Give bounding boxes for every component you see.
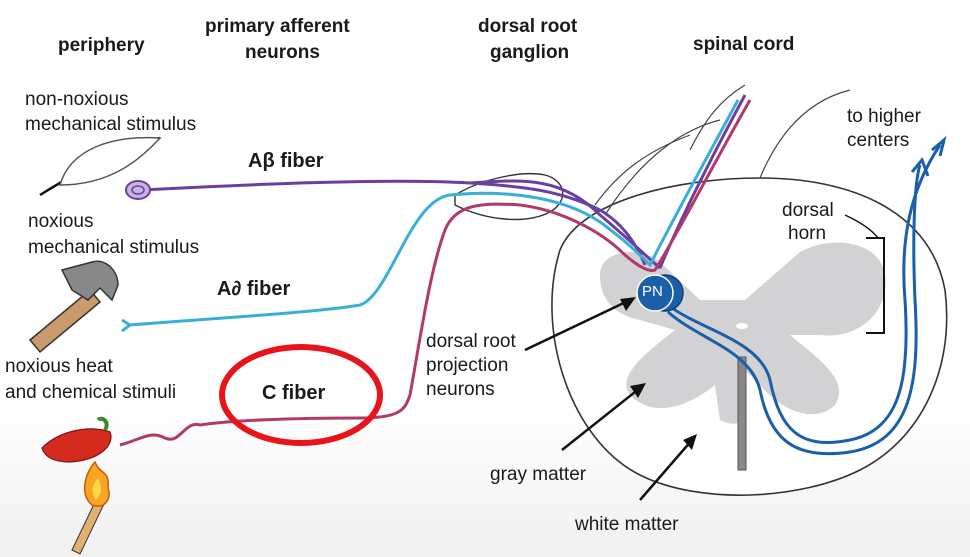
feather-icon	[39, 136, 162, 197]
dorsal-horn-bracket	[866, 237, 885, 334]
projection-pointer	[524, 298, 631, 352]
dorsal-horn-pointer	[844, 214, 879, 239]
stimulus-noxious-mech-1: noxious	[28, 211, 94, 232]
gray-matter-pointer-head	[630, 383, 646, 398]
dorsal-root-sleeve-3	[689, 84, 746, 151]
label-projection-2: projection	[426, 355, 509, 376]
chili-pepper-icon	[41, 416, 112, 463]
header-primary-afferent-1: primary afferent	[205, 16, 350, 37]
header-spinal-cord: spinal cord	[693, 34, 795, 55]
label-adelta-fiber: A∂ fiber	[217, 278, 291, 300]
gray-matter-pointer	[561, 387, 641, 451]
c-fiber-path	[119, 99, 752, 447]
projection-pointer-head	[620, 297, 636, 311]
hammer-icon	[28, 260, 119, 354]
ventral-fissure	[737, 356, 747, 471]
label-projection-3: neurons	[426, 379, 495, 400]
white-matter-pointer-head	[683, 434, 697, 450]
match-flame-icon	[71, 460, 110, 555]
label-to-higher-2: centers	[847, 130, 910, 151]
adelta-fiber-path	[129, 99, 740, 327]
dorsal-root-sleeve-2	[604, 119, 721, 216]
c-fiber-highlight	[219, 344, 383, 446]
header-primary-afferent-2: neurons	[245, 42, 320, 63]
dorsal-root-sleeve-4	[759, 89, 851, 179]
central-canal	[736, 323, 748, 329]
projection-tract	[667, 144, 942, 444]
header-drg-1: dorsal root	[478, 16, 578, 37]
stimulus-heat-chem-2: and chemical stimuli	[5, 382, 177, 403]
stimulus-non-noxious-1: non-noxious	[25, 89, 129, 110]
label-abeta-fiber: Aβ fiber	[248, 150, 324, 172]
label-pn: PN	[642, 283, 663, 300]
adelta-ending	[121, 318, 133, 333]
label-white-matter: white matter	[575, 514, 679, 535]
projection-neuron-cell	[636, 274, 674, 312]
label-dorsal-horn-1: dorsal	[782, 200, 834, 221]
header-periphery: periphery	[58, 35, 145, 56]
projection-tract-2	[667, 164, 922, 456]
label-c-fiber: C fiber	[262, 382, 326, 404]
label-projection-1: dorsal root	[426, 331, 516, 352]
stimulus-noxious-mech-2: mechanical stimulus	[28, 237, 200, 258]
higher-centers-arrow-2	[910, 157, 930, 177]
stimulus-non-noxious-2: mechanical stimulus	[25, 114, 197, 135]
label-to-higher-1: to higher	[847, 106, 921, 127]
abeta-receptor-inner	[131, 185, 145, 195]
header-drg-2: ganglion	[490, 42, 570, 63]
label-dorsal-horn-2: horn	[788, 223, 827, 244]
label-gray-matter: gray matter	[490, 464, 587, 485]
stimulus-heat-chem-1: noxious heat	[5, 356, 113, 377]
abeta-receptor	[125, 180, 151, 200]
white-matter-pointer	[639, 439, 693, 501]
higher-centers-arrow	[931, 135, 947, 157]
dorsal-root-sleeve	[594, 134, 691, 206]
